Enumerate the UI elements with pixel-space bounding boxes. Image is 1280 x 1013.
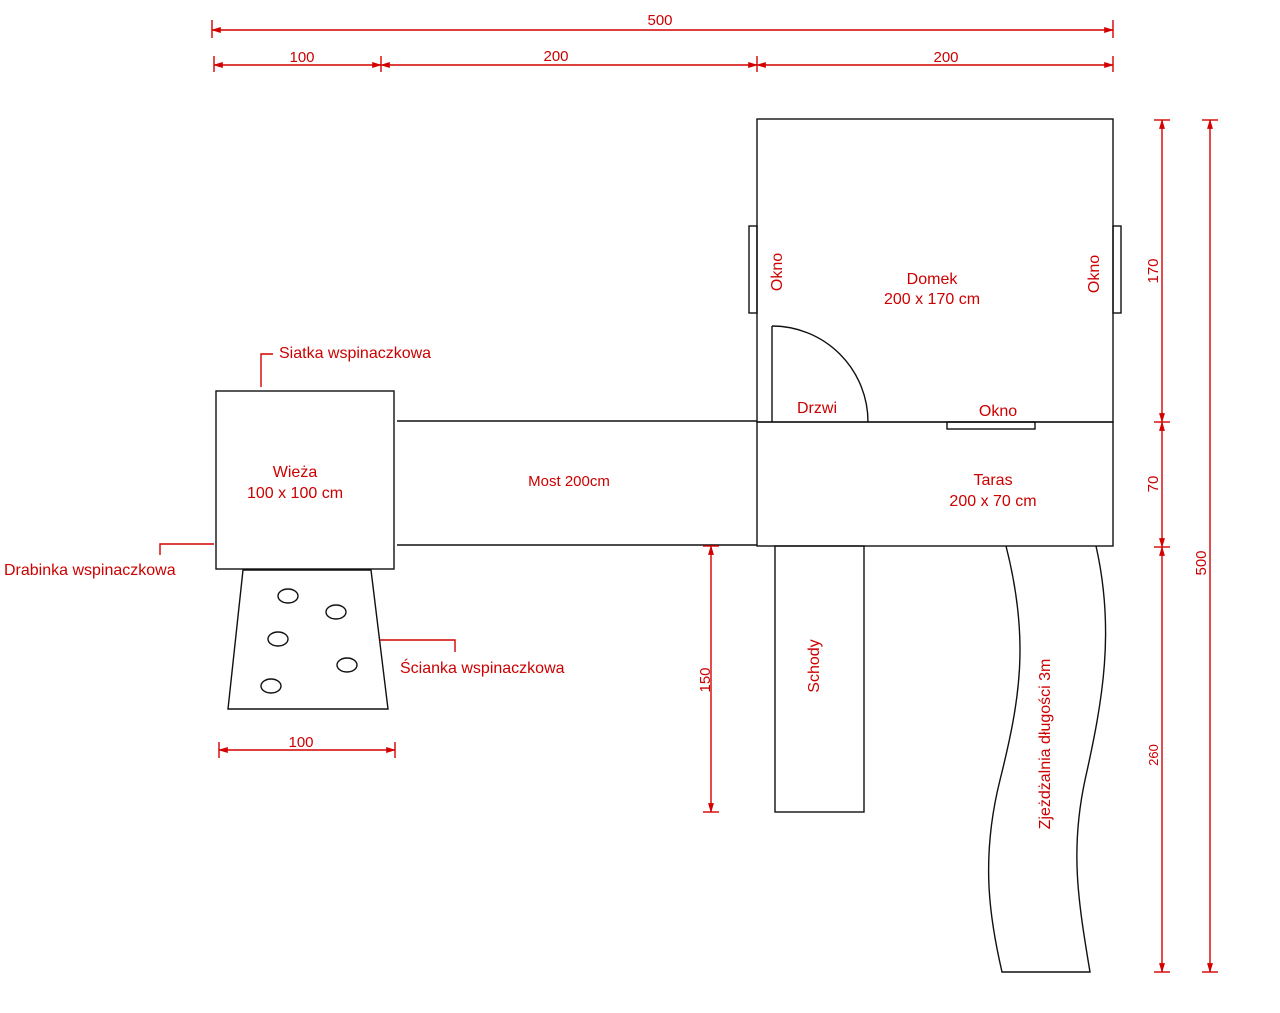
climbing-wall-callout: Ścianka wspinaczkowa [380,639,565,677]
stairs-label: Schody [806,639,823,692]
climbing-hold [260,678,282,694]
window-right: Okno [1086,225,1122,314]
door: Drzwi [771,325,869,423]
top-segment-1-label: 100 [289,49,314,66]
house-size: 200 x 170 cm [884,291,980,308]
climbing-hold [325,604,347,620]
door-label: Drzwi [797,400,837,417]
bridge-label: Most 200cm [528,473,610,490]
terrace: Taras 200 x 70 cm [756,421,1114,547]
slide: Zjeżdżalnia długości 3m [987,545,1107,973]
tower: Wieża 100 x 100 cm [215,390,395,570]
climbing-wall [227,569,389,710]
bridge: Most 200cm [397,420,757,546]
top-segment-dimensions: 100 200 200 [213,48,1114,72]
window-right-label: Okno [1086,255,1103,293]
climbing-hold [336,657,358,673]
top-segment-3-label: 200 [933,49,958,66]
window-bottom: Okno [946,403,1036,430]
window-left: Okno [748,225,786,314]
stairs: Schody [774,545,865,813]
right-segment-1-label: 170 [1145,258,1162,283]
climbing-net-callout: Siatka wspinaczkowa [260,345,431,387]
right-total-dimension: 500 [1193,119,1218,973]
climbing-net-label: Siatka wspinaczkowa [279,345,431,362]
terrace-size: 200 x 70 cm [949,493,1036,510]
window-left-label: Okno [769,253,786,291]
right-total-label: 500 [1193,550,1210,575]
tower-size: 100 x 100 cm [247,485,343,502]
right-segment-3-label: 260 [1146,744,1161,766]
right-segment-dimensions: 170 70 260 [1145,119,1170,973]
stairs-dimension: 150 [697,545,719,813]
climbing-ladder-label: Drabinka wspinaczkowa [4,562,176,579]
top-segment-2-label: 200 [543,48,568,65]
climbing-wall-label: Ścianka wspinaczkowa [400,658,565,677]
house: Domek 200 x 170 cm [756,118,1114,423]
climbing-ladder-callout: Drabinka wspinaczkowa [4,543,214,579]
right-segment-2-label: 70 [1145,476,1162,493]
bottom-tower-label: 100 [288,734,313,751]
house-title: Domek [907,271,959,288]
window-bottom-label: Okno [979,403,1017,420]
top-total-dimension: 500 [211,12,1114,38]
climbing-hold [267,631,289,647]
top-total-label: 500 [647,12,672,29]
climbing-hold [277,588,299,604]
tower-title: Wieża [273,464,318,481]
terrace-title: Taras [973,472,1012,489]
stairs-dimension-label: 150 [697,667,714,692]
bottom-tower-dimension: 100 [218,734,396,758]
slide-label: Zjeżdżalnia długości 3m [1037,659,1054,830]
